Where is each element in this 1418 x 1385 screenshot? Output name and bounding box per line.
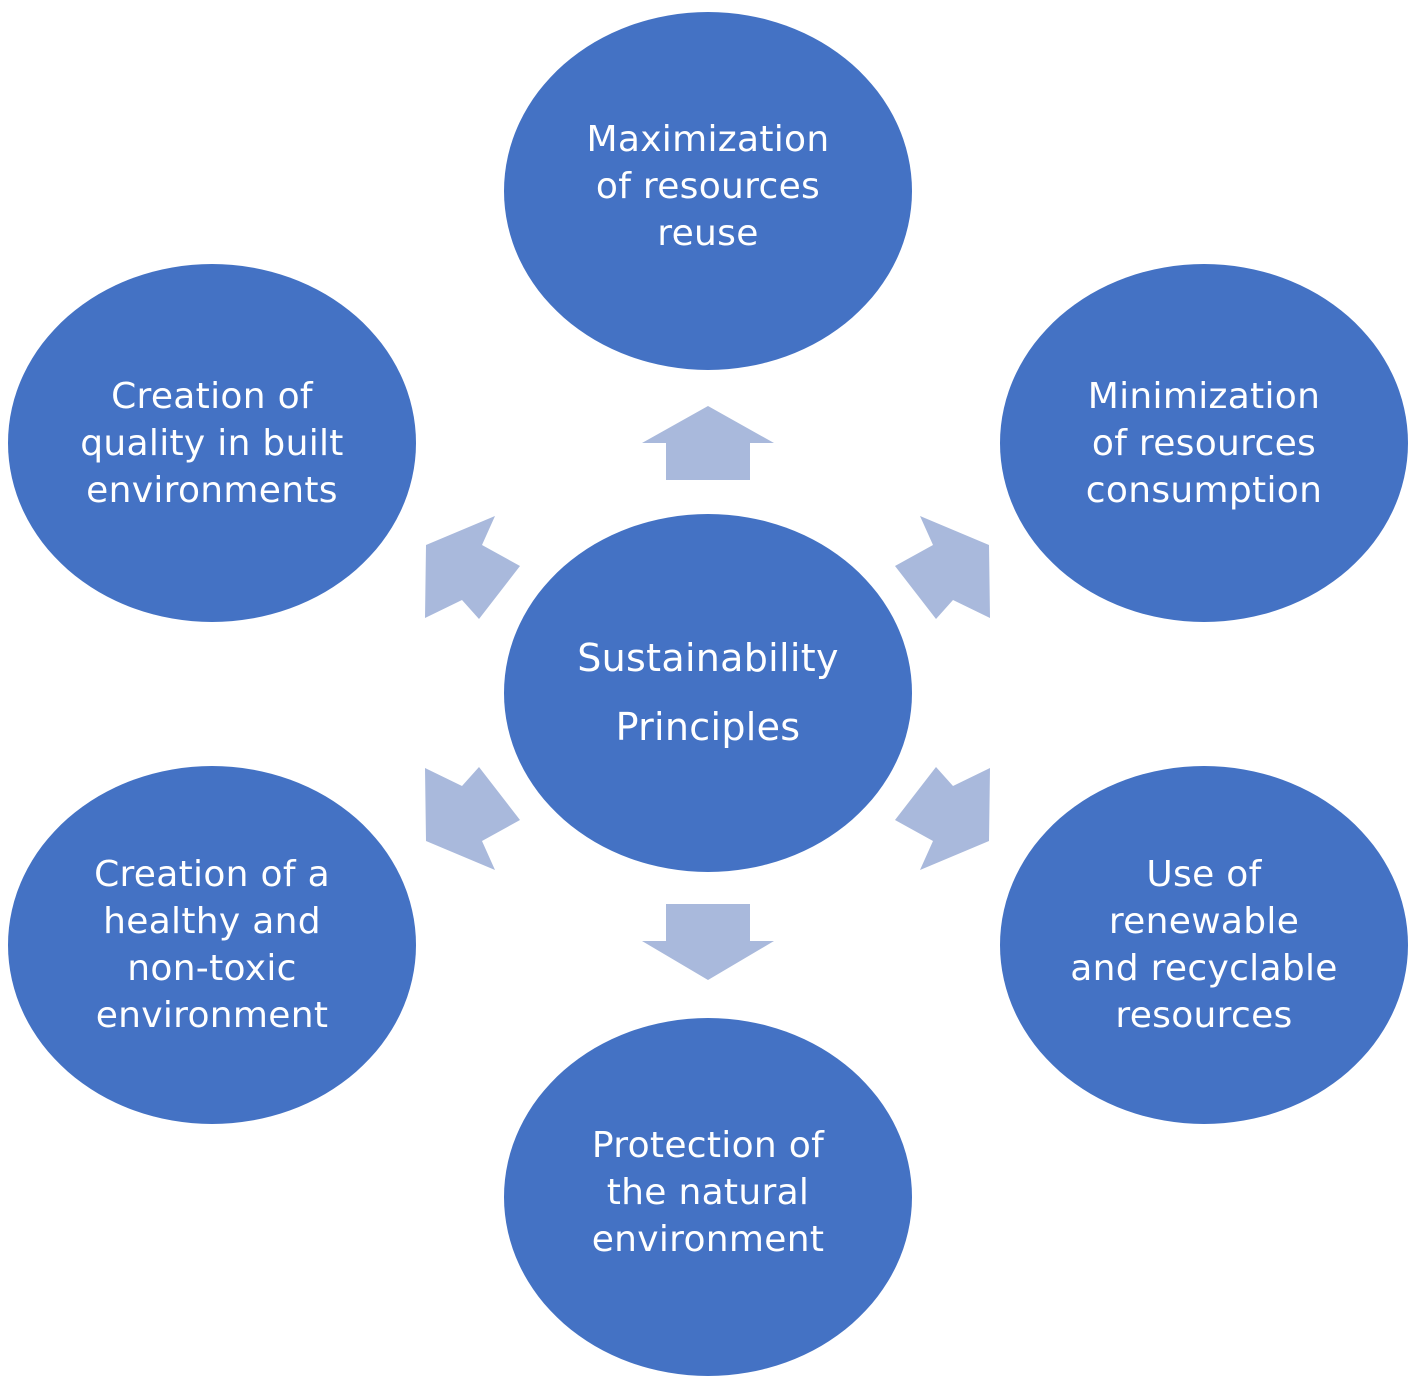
arrow-up-left — [425, 516, 520, 619]
arrow-up — [642, 406, 774, 480]
arrow-up-right — [895, 516, 990, 619]
node-resources-reuse-label: Maximization of resources reuse — [586, 118, 830, 254]
node-healthy-environment: Creation of a healthy and non-toxic envi… — [8, 766, 416, 1124]
node-resources-consumption: Minimization of resources consumption — [1000, 264, 1408, 622]
arrow-down-right — [895, 767, 990, 870]
node-renewable-resources-label: Use of renewable and recyclable resource… — [1070, 854, 1338, 1036]
node-quality-built-environments-label: Creation of quality in built environment… — [80, 375, 344, 511]
arrow-down-left — [425, 767, 520, 870]
arrow-down — [642, 904, 774, 980]
node-resources-consumption-label: Minimization of resources consumption — [1085, 375, 1323, 511]
node-renewable-resources: Use of renewable and recyclable resource… — [1000, 766, 1408, 1124]
node-healthy-environment-label: Creation of a healthy and non-toxic envi… — [94, 854, 330, 1036]
center-label: Sustainability Principles — [577, 636, 839, 749]
node-sustainability-principles: Sustainability Principles — [504, 514, 912, 872]
node-quality-built-environments: Creation of quality in built environment… — [8, 264, 416, 622]
node-resources-reuse: Maximization of resources reuse — [504, 12, 912, 370]
node-natural-environment: Protection of the natural environment — [504, 1018, 912, 1376]
node-natural-environment-label: Protection of the natural environment — [591, 1124, 825, 1260]
